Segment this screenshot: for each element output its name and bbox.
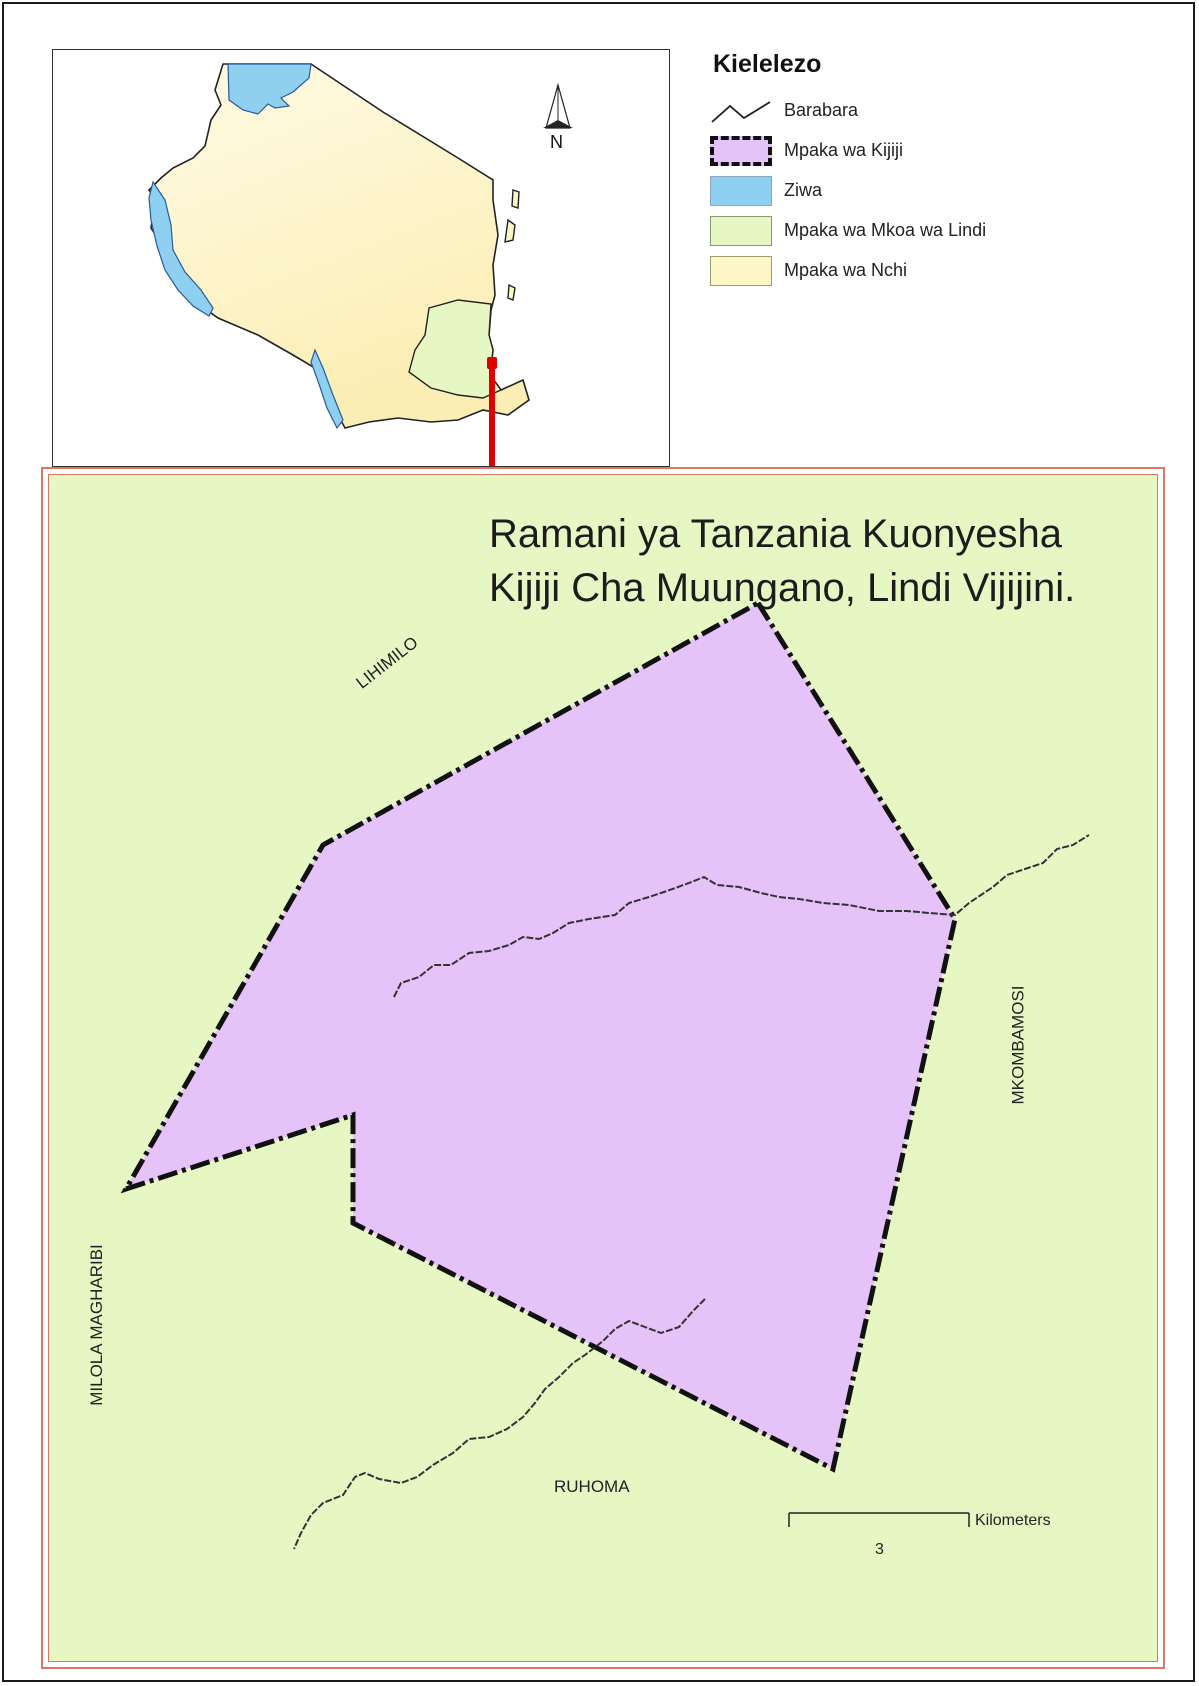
north-arrow-icon — [543, 82, 573, 129]
lake-nyasa-shape — [310, 348, 344, 430]
zanzibar-island — [504, 218, 516, 243]
village-map-frame: 3 Kilometers Ramani ya Tanzania Kuonyesh… — [41, 467, 1165, 1669]
road-line-icon — [711, 101, 771, 123]
map-title-line2: Kijiji Cha Muungano, Lindi Vijijini. — [489, 566, 1076, 610]
village-boundary-swatch — [710, 136, 772, 166]
lake-tanganyika-shape — [148, 180, 214, 317]
village-map-area: 3 Kilometers Ramani ya Tanzania Kuonyesh… — [48, 474, 1158, 1662]
lake-swatch — [710, 176, 772, 206]
mafia-island — [507, 283, 516, 301]
village-locator-marker — [487, 357, 497, 369]
road-east — [393, 834, 1090, 998]
country-swatch — [710, 256, 772, 286]
legend-label-road: Barabara — [784, 100, 859, 120]
legend-label-lake: Ziwa — [784, 180, 823, 200]
scale-bar — [788, 1512, 970, 1527]
scale-bar-unit: Kilometers — [975, 1512, 1051, 1529]
inset-map-tanzania: N — [52, 49, 670, 467]
place-label-south: RUHOMA — [554, 1477, 630, 1496]
inset-map-svg: N — [147, 63, 573, 466]
road-south — [293, 1298, 706, 1550]
place-label-east: MKOMBAMOSI — [1008, 985, 1028, 1105]
legend-label-country: Mpaka wa Nchi — [784, 260, 908, 280]
north-arrow-label: N — [550, 132, 563, 152]
legend-label-village-boundary: Mpaka wa Kijiji — [784, 140, 904, 160]
place-label-west: MILOLA MAGHARIBI — [86, 1244, 106, 1406]
map-title-line1: Ramani ya Tanzania Kuonyesha — [489, 512, 1062, 556]
village-map-svg: 3 Kilometers — [120, 599, 1090, 1558]
scale-bar-value: 3 — [875, 1541, 884, 1558]
lake-victoria-shape — [227, 63, 312, 115]
legend-title: Kielelezo — [713, 50, 822, 78]
pemba-island — [511, 189, 520, 209]
legend-label-lindi-region: Mpaka wa Mkoa wa Lindi — [784, 220, 987, 240]
lindi-region-swatch — [710, 216, 772, 246]
legend: Kielelezo Barabara Mpaka wa Kijiji Ziwa … — [710, 50, 1090, 320]
village-boundary-polygon — [120, 599, 958, 1473]
map-title: Ramani ya Tanzania Kuonyesha Kijiji Cha … — [489, 507, 1075, 615]
